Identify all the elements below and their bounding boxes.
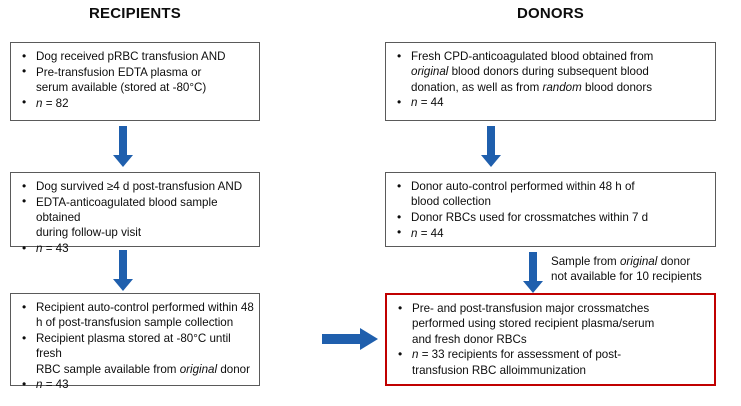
list-item: Dog received pRBC transfusion AND: [13, 48, 255, 64]
bullet-text-cont2: and fresh donor RBCs: [412, 332, 527, 346]
bullet-text-tail: donor: [217, 362, 250, 376]
bullet-text: Donor RBCs used for crossmatches within …: [411, 211, 649, 225]
arrow-down-icon-donors-1: [478, 126, 504, 168]
n-value: = 82: [45, 96, 69, 110]
n-value: = 43: [45, 242, 69, 256]
list-item: Donor auto-control performed within 48 h…: [388, 179, 711, 210]
n-symbol: n: [411, 226, 418, 240]
donor-step2-box: Donor auto-control performed within 48 h…: [385, 172, 716, 247]
annotation-sample-unavailable: Sample from original donor not available…: [551, 254, 741, 285]
bullet-text: Donor auto-control performed within 48 h…: [411, 180, 635, 193]
n-value: = 44: [420, 226, 444, 240]
n-symbol: n: [411, 96, 418, 110]
bullet-text: Dog survived ≥4 d post-transfusion AND: [36, 180, 243, 193]
list-item-count: n = 33 recipients for assessment of post…: [389, 347, 710, 378]
annotation-line1-pre: Sample from: [551, 255, 620, 268]
emphasis-original: original: [179, 362, 218, 376]
bullet-text: Fresh CPD-anticoagulated blood obtained …: [411, 50, 654, 63]
bullet-text: Recipient plasma stored at -80°C until f…: [36, 332, 231, 361]
bullet-list: Recipient auto-control performed within …: [13, 300, 255, 393]
emphasis-original: original: [411, 65, 449, 79]
bullet-text-cont2: donation, as well as from: [411, 80, 543, 94]
bullet-text: Pre- and post-transfusion major crossmat…: [412, 302, 650, 315]
donor-step3-box-outcome: Pre- and post-transfusion major crossmat…: [385, 293, 716, 386]
bullet-text: Dog received pRBC transfusion AND: [36, 50, 226, 63]
list-item-count: n = 44: [388, 95, 711, 111]
n-value: = 44: [420, 96, 444, 110]
list-item: Recipient auto-control performed within …: [13, 300, 255, 331]
bullet-text-tail: blood donors: [581, 80, 653, 94]
emphasis-original: original: [619, 255, 658, 268]
bullet-text-cont: serum available (stored at -80°C): [36, 81, 207, 95]
n-symbol: n: [412, 348, 419, 362]
list-item: Fresh CPD-anticoagulated blood obtained …: [388, 49, 711, 95]
bullet-text-cont: during follow-up visit: [36, 226, 142, 240]
bullet-text-cont: RBC sample available from: [36, 362, 180, 376]
bullet-list: Fresh CPD-anticoagulated blood obtained …: [388, 49, 711, 111]
bullet-text-cont: blood donors during subsequent blood: [448, 65, 649, 79]
list-item: Donor RBCs used for crossmatches within …: [388, 210, 711, 226]
bullet-text: Pre-transfusion EDTA plasma or: [36, 65, 202, 79]
arrow-down-icon-donors-2: [520, 252, 546, 294]
list-item-count: n = 44: [388, 225, 711, 241]
bullet-text-cont: performed using stored recipient plasma/…: [412, 317, 655, 331]
list-item: Recipient plasma stored at -80°C until f…: [13, 331, 255, 377]
donor-step1-box: Fresh CPD-anticoagulated blood obtained …: [385, 42, 716, 121]
list-item-count: n = 82: [13, 95, 255, 111]
list-item-count: n = 43: [13, 241, 255, 257]
recipient-step1-box: Dog received pRBC transfusion AND Pre-tr…: [10, 42, 260, 121]
list-item: EDTA-anticoagulated blood sample obtaine…: [13, 194, 255, 241]
column-header-recipients: RECIPIENTS: [88, 5, 181, 22]
recipient-step3-box: Recipient auto-control performed within …: [10, 293, 260, 393]
list-item: Dog survived ≥4 d post-transfusion AND: [13, 178, 255, 194]
column-header-donors: DONORS: [516, 5, 585, 22]
annotation-line2: not available for 10 recipients: [551, 270, 702, 284]
n-value-cont: transfusion RBC alloimmunization: [412, 363, 586, 377]
bullet-list: Donor auto-control performed within 48 h…: [388, 179, 711, 241]
n-value: = 43: [45, 378, 69, 392]
n-symbol: n: [36, 242, 43, 256]
bullet-text-cont: blood collection: [411, 195, 491, 209]
n-symbol: n: [36, 378, 43, 392]
list-item-count: n = 43: [13, 377, 255, 393]
emphasis-random: random: [542, 80, 582, 94]
bullet-text: EDTA-anticoagulated blood sample obtaine…: [36, 195, 218, 225]
n-symbol: n: [36, 96, 43, 110]
annotation-line1-post: donor: [657, 255, 691, 268]
bullet-list: Dog received pRBC transfusion AND Pre-tr…: [13, 48, 255, 111]
bullet-text-cont: h of post-transfusion sample collection: [36, 316, 234, 330]
list-item: Pre-transfusion EDTA plasma or serum ava…: [13, 64, 255, 96]
bullet-list: Pre- and post-transfusion major crossmat…: [389, 301, 710, 378]
bullet-text: Recipient auto-control performed within …: [36, 301, 254, 314]
list-item: Pre- and post-transfusion major crossmat…: [389, 301, 710, 347]
arrow-down-icon-recipients-2: [110, 250, 136, 292]
arrow-down-icon-recipients-1: [110, 126, 136, 168]
recipient-step2-box: Dog survived ≥4 d post-transfusion AND E…: [10, 172, 260, 256]
arrow-right-icon-recipient-to-donor: [322, 326, 380, 352]
n-value: = 33 recipients for assessment of post-: [421, 348, 622, 362]
bullet-list: Dog survived ≥4 d post-transfusion AND E…: [13, 178, 255, 257]
